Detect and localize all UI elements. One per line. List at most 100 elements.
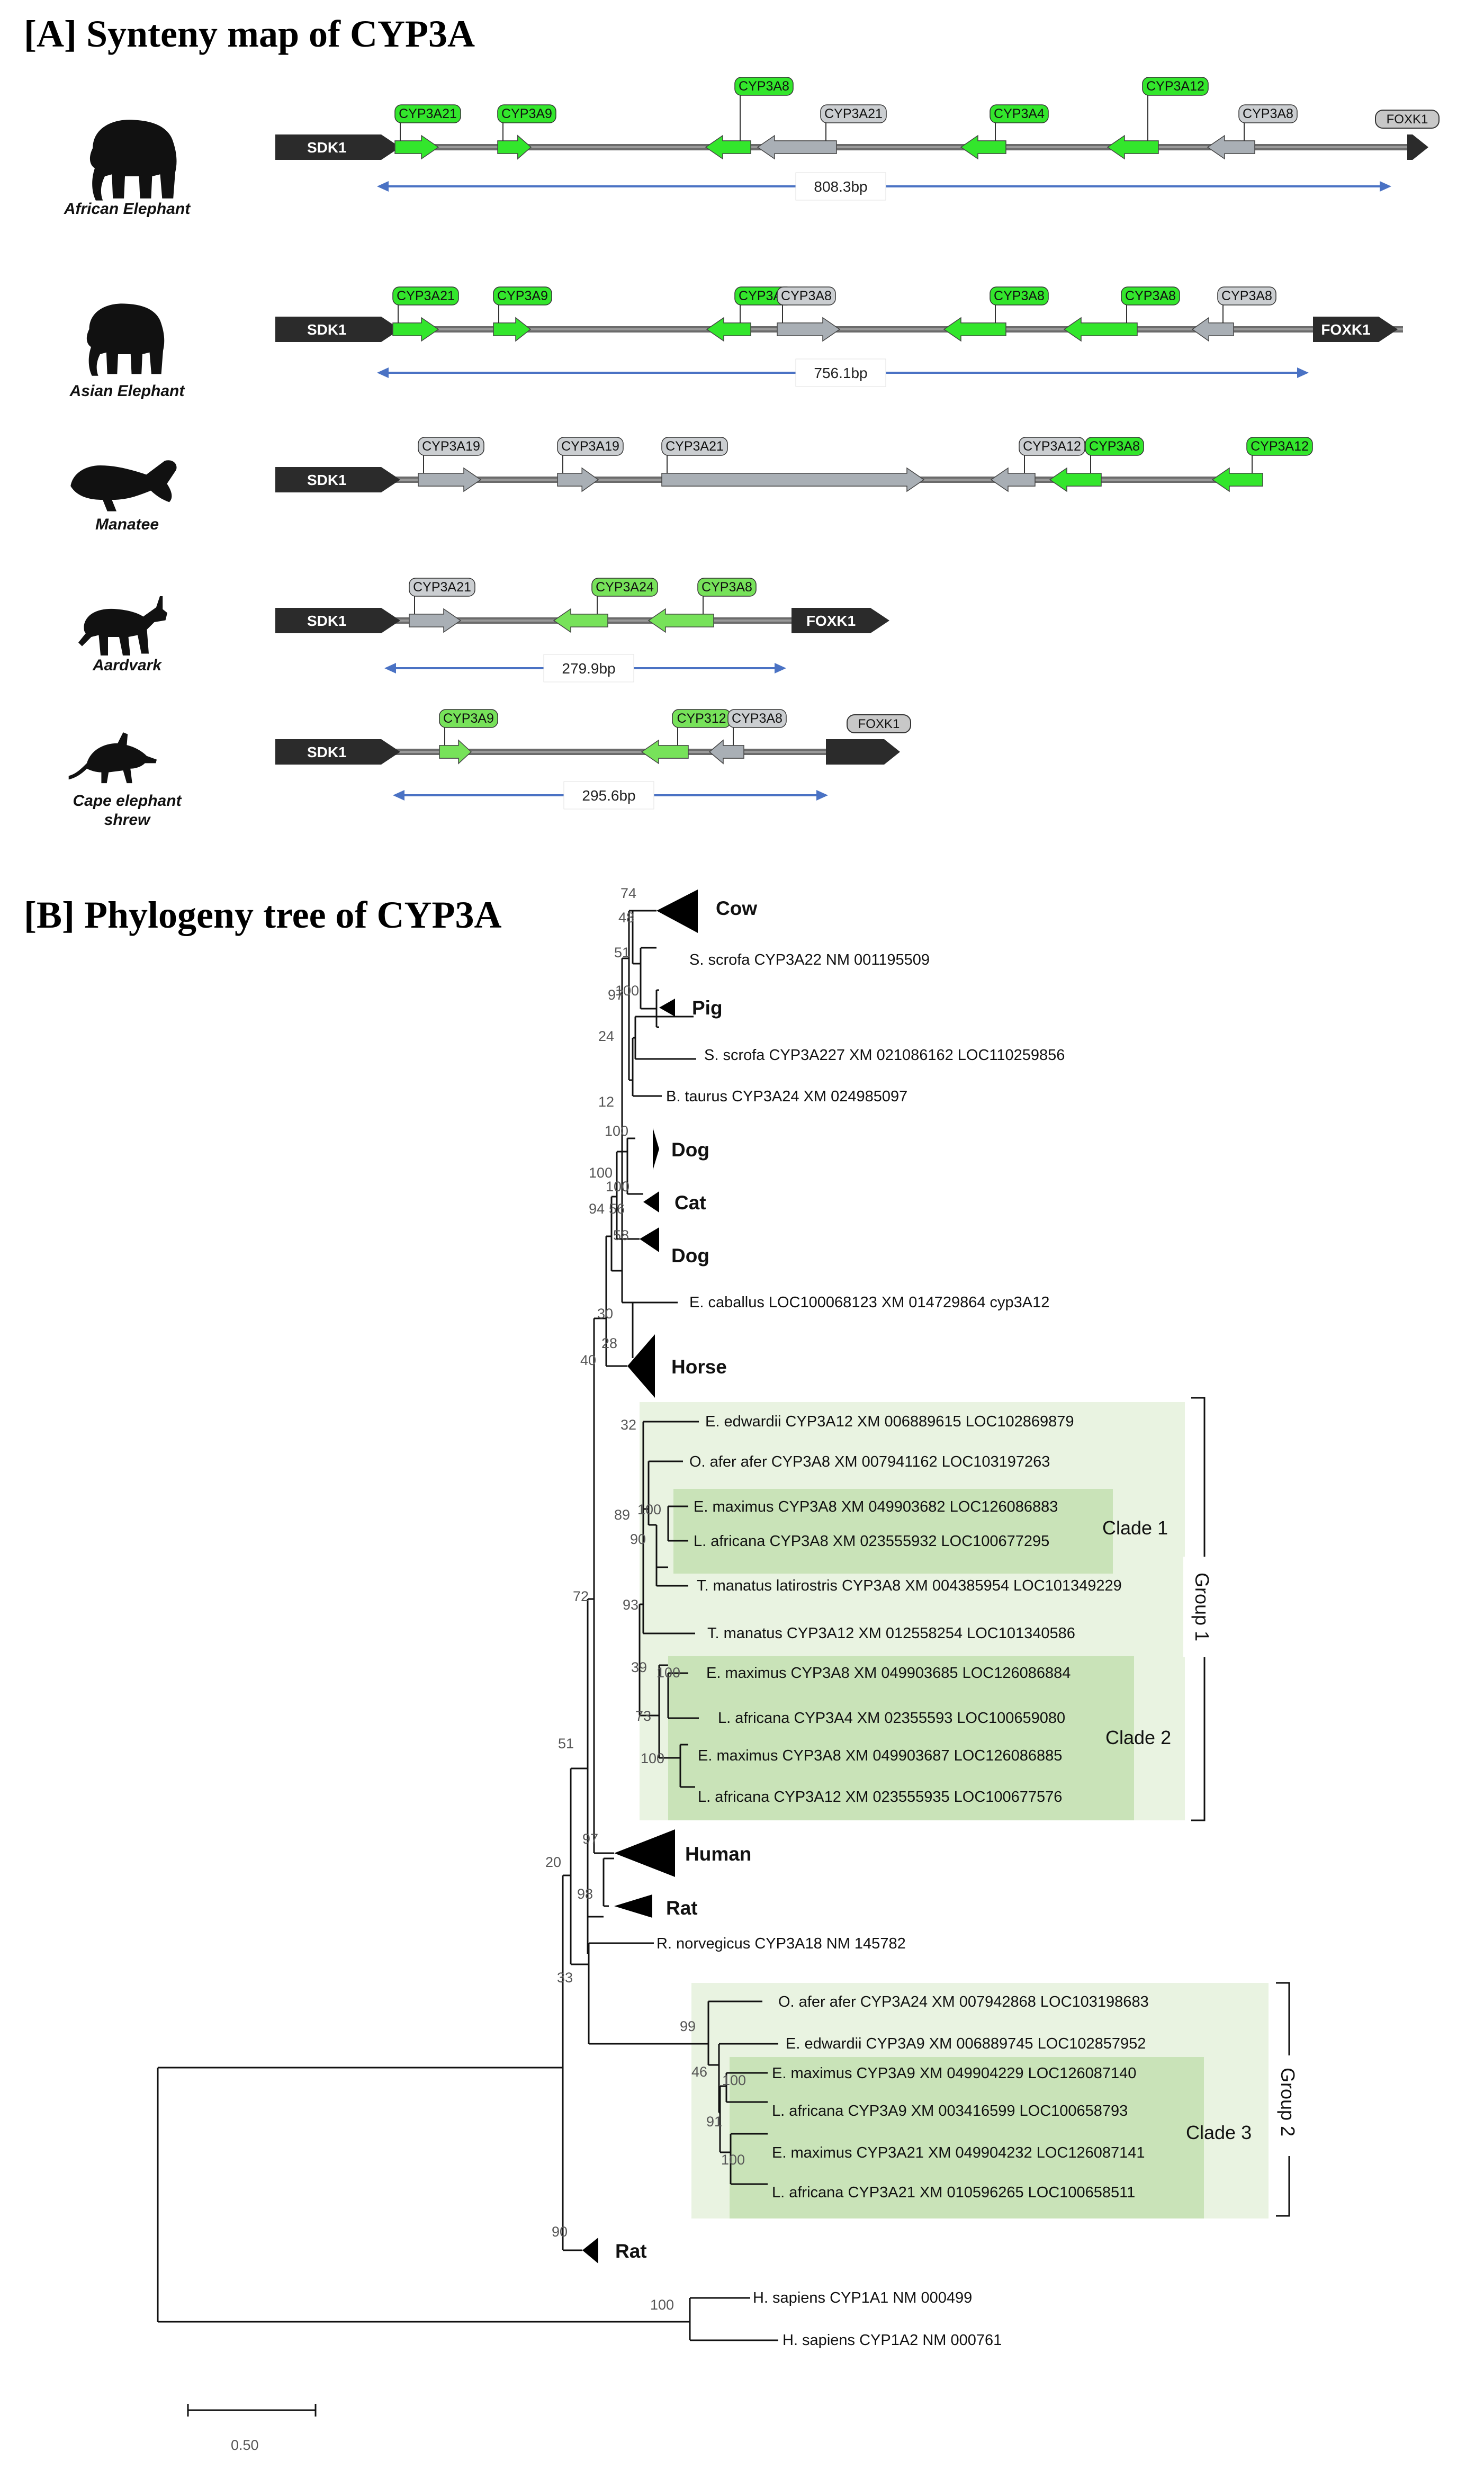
gene-arrow [943, 317, 1006, 342]
leaf-label: S. scrofa CYP3A227 XM 021086162 LOC11025… [704, 1047, 1065, 1064]
span-arrow-head-left [384, 663, 396, 673]
clade-name-rat-2: Rat [615, 2240, 647, 2262]
gene-arrow [661, 467, 925, 492]
flank-gene-sdk1 [275, 739, 400, 765]
leaf-label: R. norvegicus CYP3A18 NM 145782 [656, 1935, 906, 1952]
bootstrap-value: 30 [597, 1306, 613, 1322]
gene-arrow [708, 739, 744, 765]
gene-label: CYP3A12 [1251, 439, 1309, 454]
leaf-label: E. maximus CYP3A8 XM 049903685 LOC126086… [706, 1665, 1071, 1682]
span-label-box [543, 654, 634, 682]
span-length-label: 808.3bp [814, 178, 867, 195]
bootstrap-value: 100 [606, 1179, 629, 1194]
clade-name-cow: Cow [716, 897, 757, 919]
elephant-icon [89, 120, 177, 201]
collapsed-clades [582, 890, 698, 2264]
leaf-label: B. taurus CYP3A24 XM 024985097 [666, 1088, 907, 1105]
flank-gene-foxk1 [826, 739, 900, 765]
species-name: Aardvark [92, 657, 162, 674]
gene-label: CYP3A8 [701, 580, 752, 595]
gene-label: CYP3A21 [824, 106, 883, 121]
bootstrap-value: 12 [598, 1094, 614, 1110]
species-name: African Elephant [64, 200, 191, 218]
bootstrap-value: 97 [582, 1831, 598, 1847]
gene-arrow [960, 134, 1006, 160]
gene-tag [409, 578, 475, 597]
gene-label: CYP3A21 [665, 439, 724, 454]
bootstrap-value: 51 [614, 945, 630, 960]
flank-gene-label: FOXK1 [806, 613, 856, 629]
leaf-label: L. africana CYP3A21 XM 010596265 LOC1006… [772, 2184, 1135, 2201]
leaf-label: E. edwardii CYP3A12 XM 006889615 LOC1028… [705, 1413, 1074, 1430]
flank-gene-foxk1 [1407, 134, 1428, 160]
gene-arrow [439, 739, 472, 765]
clade-name-dog-1: Dog [671, 1139, 709, 1161]
span-arrow-head-right [775, 663, 786, 673]
bootstrap-value: 32 [620, 1417, 636, 1433]
clade-2-background [668, 1656, 1134, 1820]
bootstrap-value: 100 [722, 2072, 746, 2088]
gene-tag [734, 77, 794, 96]
bootstrap-value: 100 [656, 1665, 680, 1681]
clade-3-background [730, 2057, 1204, 2218]
span-arrow-head-right [1297, 367, 1309, 378]
leaf-label: L. africana CYP3A8 XM 023555932 LOC10067… [694, 1533, 1049, 1550]
bootstrap-value: 56 [609, 1201, 625, 1217]
gene-arrow [647, 608, 714, 633]
bootstrap-value: 90 [552, 2224, 568, 2240]
gene-tag [990, 104, 1049, 123]
bootstrap-value: 24 [598, 1028, 614, 1044]
clade-name-dog-2: Dog [671, 1245, 709, 1267]
gene-arrow [493, 317, 532, 342]
gene-tag [439, 709, 498, 728]
gene-label: CYP3A8 [1221, 289, 1272, 303]
gene-arrow [705, 134, 751, 160]
gene-label: CYP3A12 [1023, 439, 1081, 454]
gene-label: CYP3A8 [1089, 439, 1140, 454]
flank-gene-tag [847, 714, 911, 733]
gene-label: CYP3A21 [399, 106, 457, 121]
gene-arrow [706, 317, 751, 342]
span-arrow-head-left [377, 181, 389, 192]
bootstrap-value: 73 [635, 1708, 651, 1724]
gene-arrow [1207, 134, 1255, 160]
species-name: Asian Elephant [69, 382, 186, 400]
collapsed-clade-dog-1 [653, 1128, 659, 1170]
gene-tag [493, 286, 552, 306]
clade-name-human: Human [685, 1843, 751, 1865]
clade-name-horse: Horse [671, 1356, 727, 1378]
synteny-title: [A] Synteny map of CYP3A [24, 13, 475, 55]
bootstrap-value: 100 [589, 1165, 613, 1181]
scale-bar: 0.50 [187, 2404, 317, 2453]
gene-label: CYP3A19 [422, 439, 480, 454]
flank-gene-label: SDK1 [307, 613, 347, 629]
gene-tag [418, 437, 484, 456]
leaf-label: H. sapiens CYP1A2 NM 000761 [783, 2332, 1002, 2349]
leaf-label: L. africana CYP3A4 XM 02355593 LOC100659… [718, 1710, 1065, 1727]
species-name: Manatee [95, 516, 159, 533]
clade-3-label: Clade 3 [1186, 2122, 1252, 2143]
span-arrow-head-right [816, 790, 828, 801]
tree-branches [157, 910, 778, 2341]
span-label-box [795, 358, 886, 387]
bootstrap-value: 39 [631, 1659, 647, 1675]
shrew-icon [68, 732, 157, 784]
gene-arrow [641, 739, 689, 765]
gene-label: CYP3A9 [501, 106, 552, 121]
manatee-icon [70, 460, 177, 511]
gene-arrow [409, 608, 462, 633]
gene-tag [394, 104, 461, 123]
leaf-label: O. afer afer CYP3A8 XM 007941162 LOC1031… [689, 1453, 1050, 1470]
leaf-label: L. africana CYP3A9 XM 003416599 LOC10065… [772, 2103, 1128, 2119]
gene-arrow [392, 317, 439, 342]
gene-tag [392, 286, 459, 306]
gene-arrow [557, 467, 599, 492]
gene-tag [990, 286, 1049, 306]
span-label-box [795, 172, 886, 201]
gene-arrow [990, 467, 1036, 492]
